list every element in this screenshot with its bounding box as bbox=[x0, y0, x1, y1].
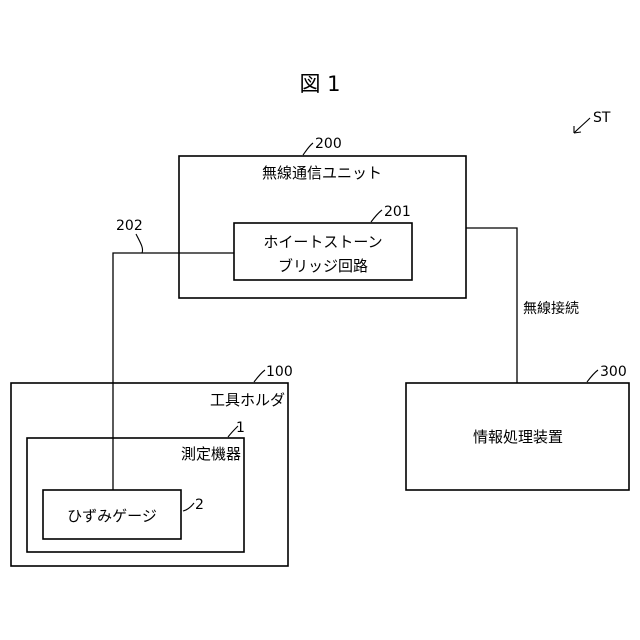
system-ref-label: ST bbox=[593, 110, 611, 126]
bridge-ref: 201 bbox=[384, 204, 411, 220]
bridge-label-line1: ホイートストーン bbox=[263, 233, 382, 251]
wireless-unit-ref: 200 bbox=[315, 136, 342, 152]
info-processor-label: 情報処理装置 bbox=[473, 428, 563, 446]
strain-gauge-leader bbox=[183, 503, 194, 511]
tool-holder-ref: 100 bbox=[266, 364, 293, 380]
measuring-device-label: 測定機器 bbox=[181, 445, 241, 463]
figure-title: 図 1 bbox=[299, 72, 340, 96]
tool-holder-label: 工具ホルダ bbox=[210, 391, 285, 409]
tool-holder-leader bbox=[254, 370, 265, 382]
info-processor-leader bbox=[587, 370, 598, 382]
wireless-unit-leader bbox=[303, 143, 313, 155]
wire-202-ref: 202 bbox=[116, 218, 143, 234]
bridge-label-line2: ブリッジ回路 bbox=[278, 257, 368, 275]
strain-gauge-ref: 2 bbox=[195, 497, 204, 513]
wireless-link-label: 無線接続 bbox=[523, 300, 579, 317]
wireless-link bbox=[466, 228, 517, 383]
wireless-unit-label: 無線通信ユニット bbox=[262, 164, 382, 182]
system-ref-arrow bbox=[574, 118, 590, 133]
bridge-leader bbox=[371, 210, 382, 222]
info-processor-ref: 300 bbox=[600, 364, 627, 380]
measuring-device-ref: 1 bbox=[236, 420, 245, 436]
wire-202-leader bbox=[136, 234, 143, 253]
strain-gauge-label: ひずみゲージ bbox=[67, 507, 157, 525]
